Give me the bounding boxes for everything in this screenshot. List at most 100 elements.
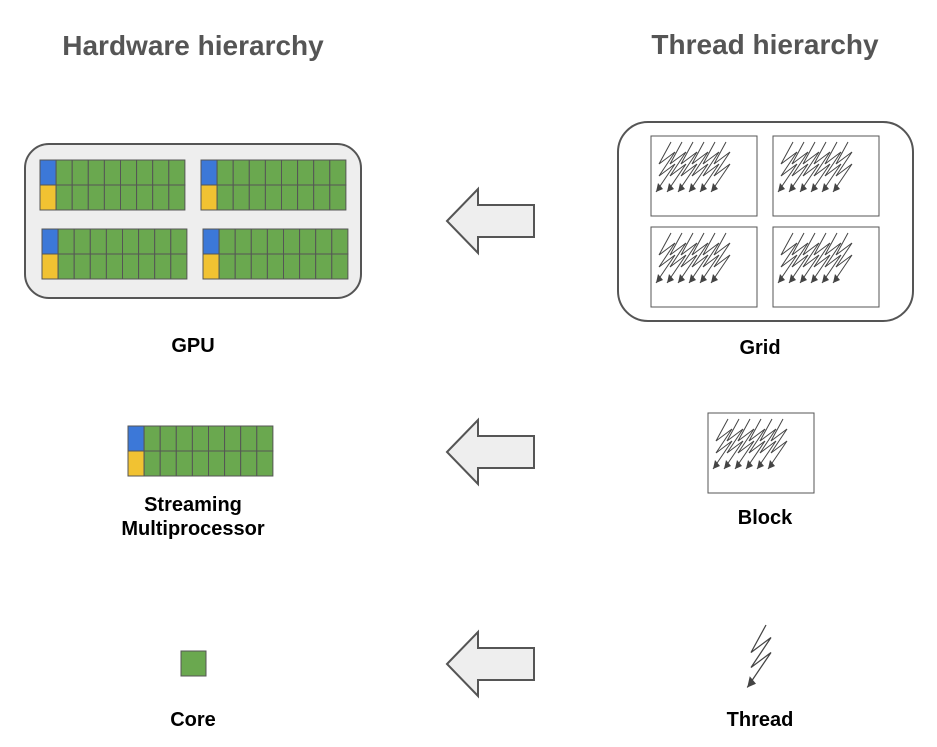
special-unit-blue [127, 425, 145, 452]
core-cell [331, 253, 349, 280]
core-label: Core [170, 709, 216, 731]
special-unit-yellow [202, 253, 220, 280]
core-cell [329, 184, 347, 211]
core-cell [154, 253, 172, 280]
special-unit-yellow [127, 450, 145, 477]
grid-block-1 [650, 135, 758, 217]
core-cell [224, 425, 242, 452]
streaming-label-line-2: Multiprocessor [121, 518, 265, 540]
gpu-label: GPU [171, 335, 215, 357]
core-cell [159, 450, 177, 477]
special-unit-yellow [200, 184, 218, 211]
core-cell [191, 450, 209, 477]
core-cell [105, 228, 124, 255]
special-unit-yellow [41, 253, 59, 280]
core-cell [331, 228, 349, 255]
core-square [180, 650, 207, 677]
core-cell [264, 159, 282, 186]
core-cell [120, 184, 138, 211]
core-cell [266, 253, 284, 280]
core-cell [159, 425, 177, 452]
core-cell [218, 228, 236, 255]
core-cell [216, 184, 234, 211]
streaming-multiprocessor-cores [127, 425, 274, 477]
core-cell [250, 253, 268, 280]
core-cell [313, 184, 331, 211]
core-cell [87, 184, 105, 211]
core-cell [299, 228, 317, 255]
core-cell [240, 450, 258, 477]
hardware-hierarchy-heading: Hardware hierarchy [62, 30, 324, 61]
special-unit-blue [41, 228, 59, 255]
thread-squiggle-icon [746, 624, 772, 689]
core-cell [103, 159, 122, 186]
special-unit-yellow [39, 184, 57, 211]
sm-core-grid [200, 159, 347, 211]
core-cell [71, 184, 89, 211]
core-cell [103, 184, 122, 211]
core-cell [313, 159, 331, 186]
core-cell [250, 228, 268, 255]
thread-hierarchy-heading: Thread hierarchy [651, 29, 879, 60]
core-cell [168, 159, 186, 186]
core-cell [232, 159, 250, 186]
special-unit-blue [202, 228, 220, 255]
core-cell [122, 228, 140, 255]
core-cell [120, 159, 138, 186]
core-cell [89, 228, 107, 255]
core-cell [136, 184, 154, 211]
core-cell [138, 228, 156, 255]
core-cell [143, 425, 161, 452]
core-cell [71, 159, 89, 186]
sm-core-grid [127, 425, 274, 477]
core-cell [256, 450, 274, 477]
grid-block-4 [772, 226, 880, 308]
core-cell [264, 184, 282, 211]
core-cell [138, 253, 156, 280]
core-cell [191, 425, 209, 452]
core-cell [175, 425, 193, 452]
core-cell [170, 253, 188, 280]
core-cell [283, 253, 301, 280]
gpu-streaming-multiprocessors [39, 159, 349, 280]
core-cell [234, 253, 252, 280]
grid-block-3 [650, 226, 758, 308]
sm-core-grid [41, 228, 188, 280]
block-box [707, 412, 815, 494]
streaming-multiprocessor-label: Streaming Multiprocessor [93, 493, 293, 541]
core-cell [170, 228, 188, 255]
sm-core-grid [39, 159, 186, 211]
core-cell [297, 184, 315, 211]
core-cell [234, 228, 252, 255]
left-arrow-icon [445, 629, 535, 699]
core-cell [256, 425, 274, 452]
core-cell [73, 228, 91, 255]
core-cell [87, 159, 105, 186]
core-cell [152, 184, 170, 211]
core-cell [89, 253, 107, 280]
core-cell [266, 228, 284, 255]
core-cell [73, 253, 91, 280]
core-cell [218, 253, 236, 280]
core-cell [208, 450, 226, 477]
sm-core-grid [202, 228, 349, 280]
core-cell [248, 184, 266, 211]
core-cell [154, 228, 172, 255]
core-cell [136, 159, 154, 186]
core-cell [175, 450, 193, 477]
block-label: Block [737, 507, 793, 529]
core-cell [122, 253, 140, 280]
core-cell [299, 253, 317, 280]
grid-label: Grid [739, 337, 781, 359]
core-cell [208, 425, 226, 452]
core-cell [105, 253, 124, 280]
core-cell [55, 159, 73, 186]
streaming-label-line-1: Streaming [144, 494, 242, 516]
thread-label: Thread [726, 709, 794, 731]
core-cell [57, 228, 75, 255]
core-cell [281, 184, 299, 211]
core-cell [55, 184, 73, 211]
left-arrow-icon [445, 186, 535, 256]
core-cell [248, 159, 266, 186]
